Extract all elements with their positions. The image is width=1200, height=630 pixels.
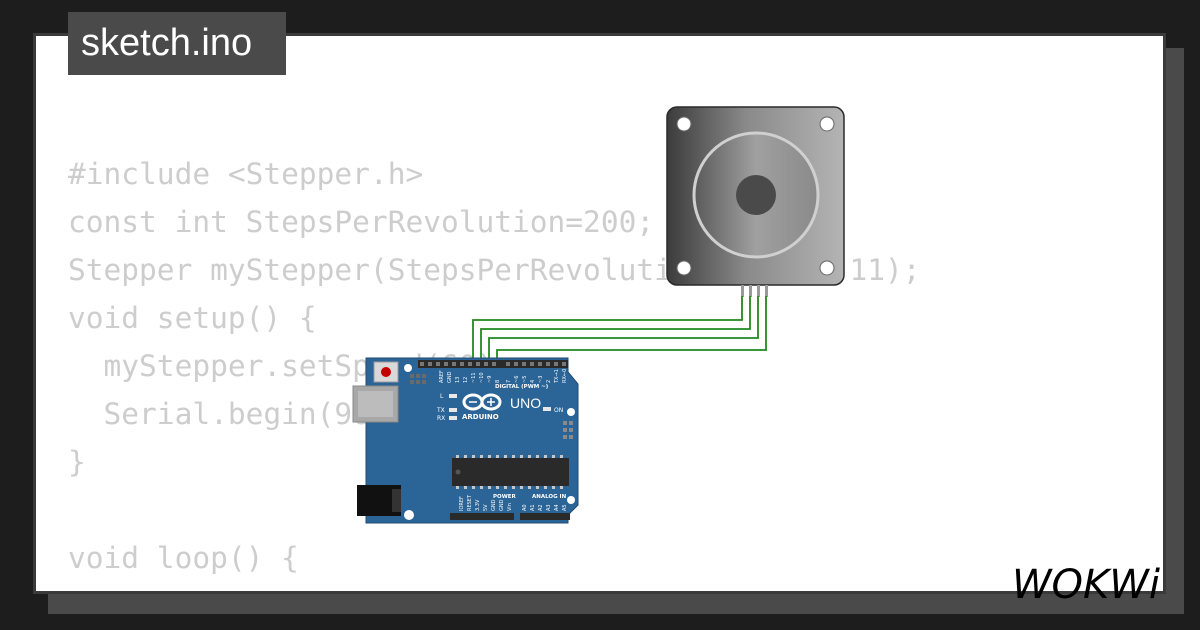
board-mount-hole — [567, 496, 575, 504]
motor-pin — [765, 285, 768, 297]
pin-label-7: 7 — [506, 380, 512, 383]
pin-label-9: ~9 — [487, 376, 493, 383]
icsp-header — [410, 374, 426, 384]
motor-screw-hole — [819, 260, 835, 276]
led-rx — [449, 416, 457, 420]
motor-screw-hole — [819, 116, 835, 132]
power-header — [450, 513, 514, 520]
stepper-motor[interactable] — [666, 106, 845, 297]
pin-label-11: ~11 — [471, 372, 477, 383]
pin-label-6: ~6 — [514, 376, 520, 383]
pin-label-3: ~3 — [538, 376, 544, 383]
code-line: Serial.println("clockwise"); — [68, 582, 921, 591]
board-mount-hole — [404, 510, 414, 520]
motor-pin — [749, 285, 752, 297]
led-l — [449, 394, 457, 398]
code-line: } — [68, 445, 86, 479]
code-line: #include <Stepper.h> — [68, 157, 424, 191]
pin-label-a5: A5 — [562, 504, 568, 511]
led-label-on: ON — [554, 407, 563, 414]
pin-label-10: ~10 — [479, 372, 485, 383]
pin-label-a4: A4 — [554, 504, 560, 511]
pin-label-8: 8 — [495, 380, 501, 383]
led-label-rx: RX — [437, 415, 445, 422]
motor-screw-hole — [676, 260, 692, 276]
led-label-tx: TX — [436, 407, 445, 414]
pin-label-3v3: 3.3V — [475, 499, 481, 511]
pin-label-13: 13 — [455, 377, 461, 383]
led-label-l: L — [440, 393, 444, 400]
wire[interactable] — [496, 296, 767, 360]
wokwi-logo-text: WOKWi — [1012, 562, 1160, 608]
arduino-logo-symbols — [469, 398, 495, 406]
arduino-uno-board[interactable]: AREF GND 13 12 ~11 ~10 ~9 8 7 ~6 ~5 4 ~3… — [352, 357, 579, 524]
wire[interactable] — [472, 296, 743, 360]
code-line: void loop() { — [68, 541, 299, 575]
pin-label-tx1: TX→1 — [554, 369, 560, 384]
power-label: POWER — [493, 494, 517, 500]
pin-label-12: 12 — [463, 377, 469, 383]
motor-pin — [757, 285, 760, 297]
board-model: UNO — [510, 395, 541, 411]
led-tx — [449, 408, 457, 412]
digital-pin-labels: AREF GND 13 12 ~11 ~10 ~9 8 7 ~6 ~5 4 ~3… — [439, 369, 568, 384]
motor-shaft — [736, 175, 776, 215]
analog-label: ANALOG IN — [532, 494, 567, 500]
pin-label-vin: Vin — [507, 503, 513, 511]
digital-label: DIGITAL (PWM ~) — [495, 384, 549, 390]
pin-label-5v: 5V — [483, 504, 489, 511]
led-on — [543, 407, 551, 411]
arduino-logo-icon — [462, 393, 502, 411]
pin-label-4: 4 — [530, 380, 536, 383]
code-line: const int StepsPerRevolution=200; — [68, 205, 655, 239]
pin-label-aref: AREF — [439, 370, 445, 383]
pin-label-a2: A2 — [538, 504, 544, 511]
pin-label-a0: A0 — [522, 504, 528, 511]
pin-label-gnd: GND — [491, 499, 497, 511]
motor-screw-hole — [676, 116, 692, 132]
code-line: void setup() { — [68, 301, 317, 335]
pin-label-a3: A3 — [546, 504, 552, 511]
pin-label-reset: RESET — [467, 494, 473, 511]
icsp-right-header — [563, 421, 573, 439]
analog-header — [520, 513, 570, 520]
microcontroller-chip — [452, 458, 569, 486]
board-mount-hole — [567, 408, 575, 416]
pin-label-gnd: GND — [447, 371, 453, 383]
pin-label-a1: A1 — [530, 504, 536, 511]
power-pin-labels: IOREF RESET 3.3V 5V GND GND Vin A0 A1 A2… — [459, 494, 568, 511]
wokwi-logo: WOKWi — [1012, 562, 1160, 608]
pin-label-gnd: GND — [499, 499, 505, 511]
board-mount-hole — [404, 364, 412, 372]
pin-label-5: ~5 — [522, 376, 528, 383]
pin-label-ioref: IOREF — [459, 496, 465, 511]
pin-label-2: 2 — [546, 380, 552, 383]
usb-port-inner — [358, 391, 393, 417]
motor-pin — [741, 285, 744, 297]
chip-pins — [456, 455, 563, 489]
power-jack-tip — [392, 489, 401, 512]
wires — [472, 296, 767, 360]
digital-header-pins — [420, 362, 566, 366]
chip-notch — [455, 469, 461, 475]
reset-button-cap — [381, 367, 391, 377]
wire[interactable] — [488, 296, 759, 360]
board-brand: ARDUINO — [462, 413, 499, 421]
file-tab-title: sketch.ino — [68, 12, 286, 75]
wire[interactable] — [480, 296, 751, 360]
pin-label-rx0: RX←0 — [562, 369, 568, 383]
